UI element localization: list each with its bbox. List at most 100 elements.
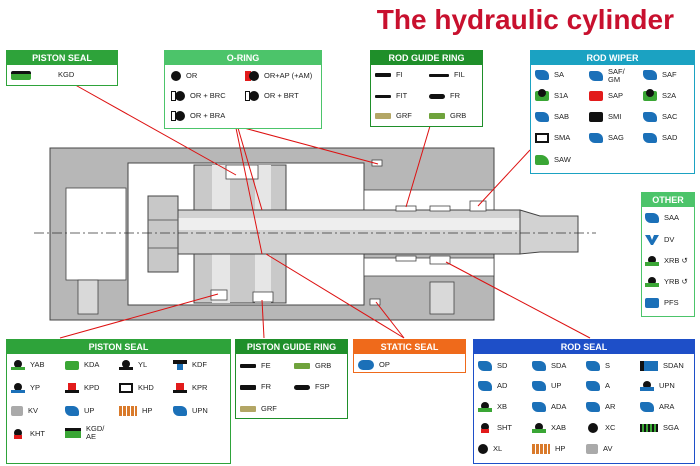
seal-item[interactable]: SAF/ GM (589, 68, 625, 84)
fr-ring-icon (240, 384, 256, 390)
seal-item[interactable]: XRB ↺ (645, 256, 688, 266)
seal-item[interactable]: GRB (429, 111, 466, 121)
seal-item[interactable]: DV (645, 235, 674, 245)
seal-item[interactable]: HP (532, 444, 565, 454)
seal-item[interactable]: UP (65, 406, 94, 416)
seal-item[interactable]: XAB (532, 423, 566, 433)
seal-item[interactable]: SAB (535, 112, 569, 122)
seal-item[interactable]: SAF (643, 70, 677, 80)
seal-item[interactable]: YAB (11, 360, 44, 370)
seal-item[interactable]: OR + BRT (245, 91, 299, 101)
smi-wiper-icon (589, 112, 603, 122)
o-ring-ap-icon (245, 71, 259, 81)
kht-icon (11, 429, 25, 439)
seal-item[interactable]: SAD (643, 133, 677, 143)
seal-item[interactable]: AR (586, 402, 615, 412)
seal-item[interactable]: OR + BRA (171, 111, 225, 121)
seal-item[interactable]: ARA (640, 402, 674, 412)
seal-item[interactable]: S (586, 361, 610, 371)
seal-item[interactable]: XB (478, 402, 507, 412)
seal-item[interactable]: SAA (645, 213, 679, 223)
seal-item[interactable]: SAW (535, 155, 571, 165)
seal-item[interactable]: FR (240, 382, 271, 392)
seal-item[interactable]: SMI (589, 112, 621, 122)
up-icon (532, 381, 546, 391)
seal-item[interactable]: SAP (589, 91, 623, 101)
seal-item[interactable]: SMA (535, 133, 570, 143)
seal-item[interactable]: PFS (645, 298, 679, 308)
seal-item[interactable]: SDAN (640, 361, 684, 371)
seal-item[interactable]: XL (478, 444, 502, 454)
seal-item[interactable]: UP (532, 381, 561, 391)
seal-item[interactable]: SDA (532, 361, 566, 371)
seal-item[interactable]: SHT (478, 423, 512, 433)
sab-wiper-icon (535, 112, 549, 122)
seal-item[interactable]: KV (11, 406, 38, 416)
seal-item[interactable]: KGD/ AE (65, 425, 104, 441)
kda-icon (65, 360, 79, 370)
grb-ring-icon (294, 363, 310, 369)
seal-item[interactable]: A (586, 381, 610, 391)
sd-icon (478, 361, 492, 371)
grf-ring-icon (375, 113, 391, 119)
seal-item[interactable]: YP (11, 383, 40, 393)
seal-item[interactable]: YRB ↺ (645, 277, 688, 287)
seal-item[interactable]: OR+AP (+AM) (245, 71, 312, 81)
seal-item[interactable]: FIT (375, 91, 407, 101)
piston-seal-bottom-header: PISTON SEAL (7, 340, 230, 354)
seal-item[interactable]: UPN (173, 406, 208, 416)
fsp-ring-icon (294, 384, 310, 390)
seal-item[interactable]: AV (586, 444, 612, 454)
seal-item[interactable]: AD (478, 381, 507, 391)
fe-ring-icon (240, 364, 256, 368)
saa-icon (645, 213, 659, 223)
kgd-ae-icon (65, 428, 81, 438)
seal-item[interactable]: HP (119, 406, 152, 416)
seal-item[interactable]: GRF (240, 404, 277, 414)
a-icon (586, 381, 600, 391)
fr-ring-icon (429, 93, 445, 99)
seal-item[interactable]: S2A (643, 89, 676, 101)
sma-wiper-icon (535, 133, 549, 143)
seal-item[interactable]: S1A (535, 89, 568, 101)
o-ring-icon (171, 71, 181, 81)
fil-ring-icon (429, 73, 449, 77)
yrb-icon (645, 277, 659, 287)
seal-item[interactable]: FIL (429, 70, 465, 80)
seal-item[interactable]: KDF (173, 360, 207, 370)
seal-item[interactable]: FE (240, 361, 271, 371)
seal-item[interactable]: OP (358, 360, 390, 370)
seal-item[interactable]: SAG (589, 133, 624, 143)
seal-item[interactable]: GRF (375, 111, 412, 121)
seal-item[interactable]: SGA (640, 423, 679, 433)
sa-wiper-icon (535, 70, 549, 80)
seal-item[interactable]: SA (535, 70, 564, 80)
seal-item[interactable]: SD (478, 361, 507, 371)
upn-icon (640, 381, 654, 391)
seal-item[interactable]: FR (429, 91, 460, 101)
piston-seal-bottom-panel: PISTON SEAL YAB KDA YL KDF YP KPD KHD KP… (6, 339, 231, 464)
seal-item[interactable]: XC (586, 423, 615, 433)
seal-item[interactable]: FSP (294, 382, 330, 392)
hp-icon (119, 406, 137, 416)
kpr-icon (173, 383, 187, 393)
seal-item[interactable]: KHD (119, 383, 154, 393)
seal-item[interactable]: GRB (294, 361, 331, 371)
seal-item[interactable]: ADA (532, 402, 566, 412)
seal-item[interactable]: YL (119, 360, 147, 370)
seal-item[interactable]: FI (375, 70, 403, 80)
seal-item[interactable]: UPN (640, 381, 675, 391)
seal-item[interactable]: KGD (11, 70, 74, 80)
o-ring-header: O-RING (165, 51, 321, 65)
seal-item[interactable]: OR + BRC (171, 91, 226, 101)
seal-item[interactable]: KDA (65, 360, 99, 370)
o-ring-brc-icon (171, 91, 185, 101)
seal-item[interactable]: SAC (643, 112, 677, 122)
seal-item[interactable]: KHT (11, 429, 45, 439)
seal-item[interactable]: KPD (65, 383, 99, 393)
seal-item[interactable]: OR (171, 71, 197, 81)
seal-item[interactable]: KPR (173, 383, 207, 393)
rod-guide-ring-top-header: ROD GUIDE RING (371, 51, 482, 65)
saf-gm-wiper-icon (589, 71, 603, 81)
